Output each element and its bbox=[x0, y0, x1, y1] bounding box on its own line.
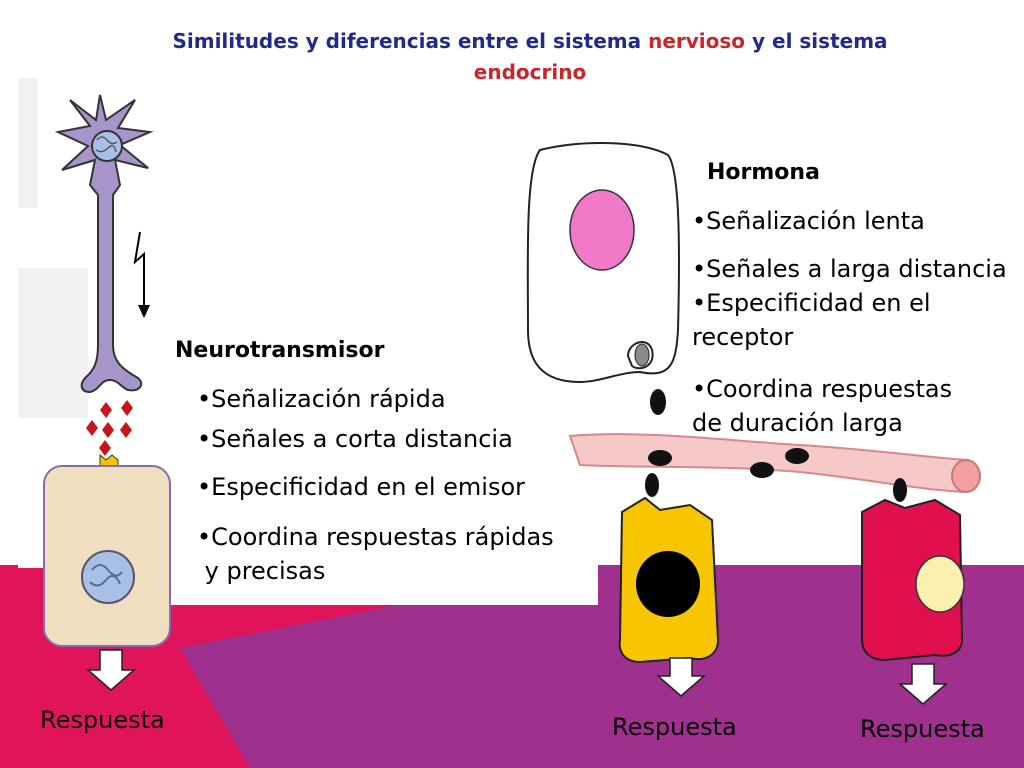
response-label-left: Respuesta bbox=[40, 706, 165, 734]
neuro-bullet-3: •Especificidad en el emisor bbox=[197, 473, 526, 501]
neuro-bullet-4: •Coordina respuestas rápidas bbox=[197, 523, 554, 551]
yellow-cell-nucleus bbox=[636, 551, 700, 617]
hormone-in-vessel bbox=[648, 448, 809, 478]
neuro-text-panel bbox=[168, 330, 598, 605]
title-part2: y el sistema bbox=[752, 29, 888, 53]
title-highlight-nervioso: nervioso bbox=[648, 29, 746, 53]
page-title: Similitudes y diferencias entre el siste… bbox=[120, 26, 940, 88]
endocrine-nucleus bbox=[569, 189, 635, 271]
hormone-bullet-1: •Señalización lenta bbox=[692, 207, 925, 235]
left-strip-gray-2 bbox=[18, 268, 88, 418]
blood-vessel bbox=[568, 433, 970, 494]
hormone-granule bbox=[650, 389, 666, 415]
neuron bbox=[54, 94, 154, 394]
response-label-right: Respuesta bbox=[860, 715, 985, 743]
pink-cell-nucleus bbox=[915, 555, 965, 613]
left-strip-gray bbox=[18, 78, 38, 208]
neurotransmitter-molecules bbox=[86, 400, 133, 456]
neuro-bullet-1: •Señalización rápida bbox=[197, 385, 446, 413]
hormone-bullet-2: •Señales a larga distancia bbox=[692, 255, 1007, 283]
hormone-bullet-4-cont: de duración larga bbox=[692, 409, 903, 437]
response-arrow-left bbox=[85, 649, 137, 691]
hormone-bullet-3-cont: receptor bbox=[692, 323, 794, 351]
title-highlight-endocrino: endocrino bbox=[473, 60, 587, 84]
purple-band bbox=[180, 565, 1024, 768]
hormone-heading: Hormona bbox=[707, 160, 820, 185]
neuro-bullet-4-cont: y precisas bbox=[197, 557, 326, 585]
neuron-nucleus bbox=[91, 130, 123, 162]
neuro-bullet-2: •Señales a corta distancia bbox=[197, 425, 513, 453]
response-label-middle: Respuesta bbox=[612, 713, 737, 741]
response-arrow-middle bbox=[655, 657, 707, 697]
title-part1: Similitudes y diferencias entre el siste… bbox=[172, 29, 642, 53]
signal-arrow bbox=[133, 231, 145, 310]
response-arrow-right bbox=[897, 663, 949, 705]
hormone-bullet-4: •Coordina respuestas bbox=[692, 375, 953, 403]
hormone-bullet-3: •Especificidad en el bbox=[692, 289, 931, 317]
neuro-heading: Neurotransmisor bbox=[175, 338, 385, 363]
